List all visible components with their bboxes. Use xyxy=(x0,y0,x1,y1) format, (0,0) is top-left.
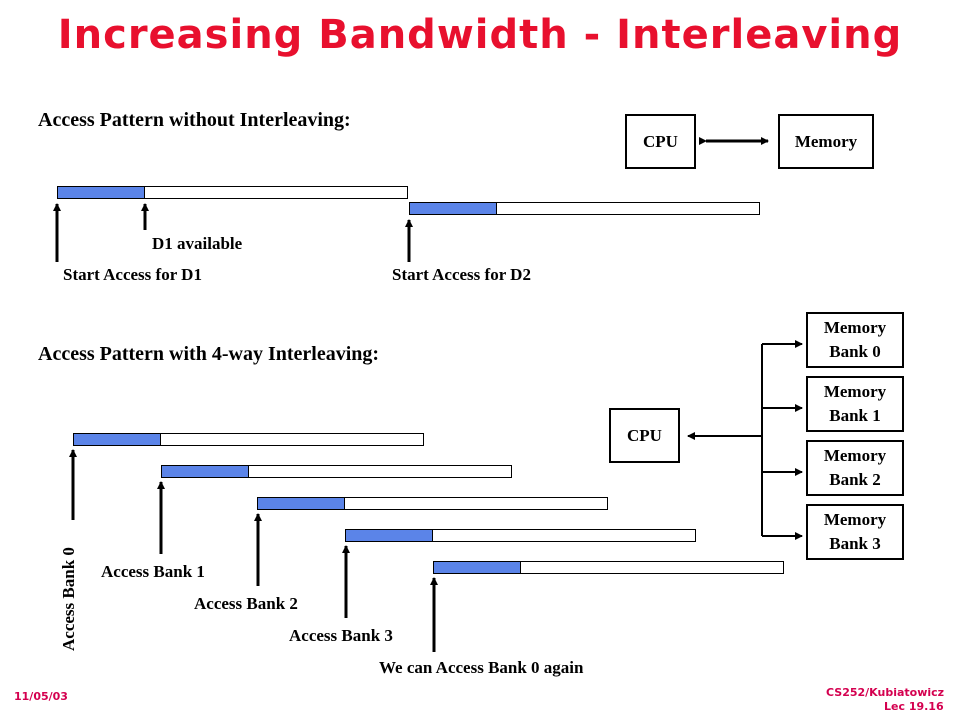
memory-box-top: Memory xyxy=(778,114,874,169)
memory-label-top: Memory xyxy=(794,131,858,151)
bank3-access-bar xyxy=(345,529,696,542)
bank-3-line1: Memory xyxy=(823,510,887,529)
without-heading: Access Pattern without Interleaving: xyxy=(38,109,351,131)
bank0-again-access-bar xyxy=(433,561,784,574)
bank-1-line1: Memory xyxy=(823,382,887,401)
bank-0-line2: Bank 0 xyxy=(829,342,881,361)
bank2-access-bar xyxy=(257,497,608,510)
bank3-access-bar-fill xyxy=(346,530,433,541)
slide-title: Increasing Bandwidth - Interleaving xyxy=(57,12,903,58)
footer-course: CS252/Kubiatowicz xyxy=(826,686,945,699)
bank-3-line2: Bank 3 xyxy=(829,534,881,553)
access-bar-d2 xyxy=(409,202,760,215)
access-bar-d1 xyxy=(57,186,408,199)
start-d2-label: Start Access for D2 xyxy=(392,265,531,284)
bank2-access-bar-fill xyxy=(258,498,345,509)
bank0-access-bar-fill xyxy=(74,434,161,445)
access-bar-d1-fill xyxy=(58,187,145,198)
d1-available-label: D1 available xyxy=(152,234,243,253)
access-bank3-label: Access Bank 3 xyxy=(289,626,393,645)
cpu-label-top: CPU xyxy=(643,131,678,151)
bank-1-line2: Bank 1 xyxy=(829,406,881,425)
with-heading: Access Pattern with 4-way Interleaving: xyxy=(38,343,380,365)
access-bank2-label: Access Bank 2 xyxy=(194,594,298,613)
bank1-access-bar xyxy=(161,465,512,478)
access-bar-d2-fill xyxy=(410,203,497,214)
bank-2-line1: Memory xyxy=(823,446,887,465)
access-bank1-label: Access Bank 1 xyxy=(101,562,205,581)
start-d1-label: Start Access for D1 xyxy=(63,265,202,284)
cpu-box-top: CPU xyxy=(625,114,696,169)
cpu-box-bottom: CPU xyxy=(609,408,680,463)
footer-date: 11/05/03 xyxy=(14,690,68,703)
bank-2-line2: Bank 2 xyxy=(829,470,881,489)
access-bank0-again-label: We can Access Bank 0 again xyxy=(379,658,584,677)
bank0-again-access-bar-fill xyxy=(434,562,521,573)
bank0-access-bar xyxy=(73,433,424,446)
cpu-label-bottom: CPU xyxy=(627,425,662,445)
footer-lecture: Lec 19.16 xyxy=(884,700,944,713)
bank1-access-bar-fill xyxy=(162,466,249,477)
bank-0-line1: Memory xyxy=(823,318,887,337)
